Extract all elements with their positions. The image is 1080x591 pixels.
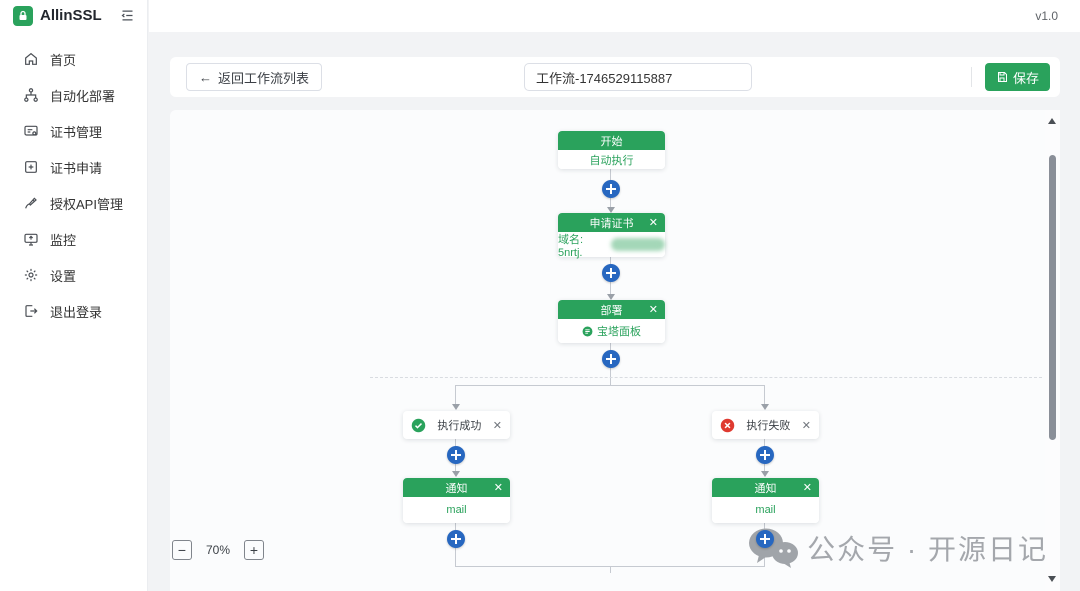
sidebar-item-monitor[interactable]: 监控 (0, 221, 147, 257)
bt-panel-icon (582, 326, 593, 337)
node-notify-header[interactable]: 通知 ✕ (712, 478, 819, 497)
close-icon[interactable]: ✕ (802, 482, 812, 494)
workflow-name-input[interactable] (524, 63, 752, 91)
node-apply-cert-header[interactable]: 申请证书 ✕ (558, 213, 665, 232)
node-start-body[interactable]: 自动执行 (558, 150, 665, 169)
home-icon (22, 51, 39, 68)
toolbar-divider (970, 67, 972, 87)
node-notify-success[interactable]: 通知 ✕ mail (403, 478, 510, 523)
canvas-scrollbar[interactable] (1045, 110, 1060, 591)
deploy-icon (22, 87, 39, 104)
logout-icon (22, 303, 39, 320)
add-node-button[interactable] (447, 530, 465, 548)
node-start-header[interactable]: 开始 (558, 131, 665, 150)
save-button[interactable]: 保存 (984, 63, 1050, 91)
allinssl-lock-icon (13, 5, 33, 26)
sidebar-item-cert-apply[interactable]: 证书申请 (0, 149, 147, 185)
sidebar-item-api[interactable]: 授权API管理 (0, 185, 147, 221)
node-apply-cert-body[interactable]: 域名: 5nrtj. (558, 232, 665, 259)
arrow-down-icon (452, 404, 460, 410)
add-node-button[interactable] (602, 264, 620, 282)
arrow-down-icon (761, 404, 769, 410)
node-notify-fail[interactable]: 通知 ✕ mail (712, 478, 819, 523)
sidebar: AllinSSL 首页 自动化部署 证书管理 证书申请 (0, 0, 148, 591)
monitor-icon (22, 231, 39, 248)
app-title: AllinSSL (40, 7, 102, 24)
node-deploy-body[interactable]: 宝塔面板 (558, 319, 665, 343)
add-node-button[interactable] (447, 446, 465, 464)
add-node-button[interactable] (602, 180, 620, 198)
settings-icon (22, 267, 39, 284)
arrow-down-icon (607, 294, 615, 300)
node-notify-body[interactable]: mail (712, 497, 819, 523)
node-notify-header[interactable]: 通知 ✕ (403, 478, 510, 497)
sidebar-item-settings[interactable]: 设置 (0, 257, 147, 293)
arrow-down-icon (452, 471, 460, 477)
back-arrow-icon: ← (199, 69, 212, 85)
zoom-controls: − 70% + (172, 540, 264, 560)
success-check-icon (411, 418, 426, 433)
node-exec-success[interactable]: 执行成功 ✕ (403, 411, 510, 439)
zoom-in-button[interactable]: + (244, 540, 264, 560)
save-icon (996, 71, 1008, 83)
zoom-out-button[interactable]: − (172, 540, 192, 560)
top-header: v1.0 (149, 0, 1080, 32)
workflow-canvas[interactable]: 开始 自动执行 申请证书 ✕ 域名: 5nrtj. 部署 ✕ (170, 110, 1060, 591)
node-deploy-header[interactable]: 部署 ✕ (558, 300, 665, 319)
node-apply-cert[interactable]: 申请证书 ✕ 域名: 5nrtj. (558, 213, 665, 259)
connector-line (610, 566, 611, 573)
sidebar-item-cert-manage[interactable]: 证书管理 (0, 113, 147, 149)
node-deploy[interactable]: 部署 ✕ 宝塔面板 (558, 300, 665, 343)
watermark-text: 公众号 · 开源日记 (807, 534, 1048, 565)
scroll-up-icon[interactable] (1048, 118, 1056, 124)
zoom-level: 70% (205, 543, 231, 557)
add-node-button[interactable] (756, 530, 774, 548)
cert-manage-icon (22, 123, 39, 140)
api-icon (22, 195, 39, 212)
sidebar-menu: 首页 自动化部署 证书管理 证书申请 授权API管理 监控 (0, 41, 147, 329)
close-icon[interactable]: ✕ (648, 217, 658, 229)
add-node-button[interactable] (602, 350, 620, 368)
watermark: 公众号 · 开源日记 (747, 526, 1048, 570)
connector-line (764, 385, 765, 404)
arrow-down-icon (607, 207, 615, 213)
scrollbar-thumb[interactable] (1049, 155, 1056, 440)
branch-top-line (455, 385, 765, 386)
scroll-down-icon[interactable] (1048, 576, 1056, 582)
sidebar-item-auto-deploy[interactable]: 自动化部署 (0, 77, 147, 113)
connector-line (455, 385, 456, 404)
node-start[interactable]: 开始 自动执行 (558, 131, 665, 169)
workflow-toolbar: ← 返回工作流列表 保存 (170, 57, 1060, 97)
drop-indicator-line (370, 377, 1042, 378)
close-icon[interactable]: ✕ (648, 304, 658, 316)
node-exec-fail[interactable]: 执行失败 ✕ (712, 411, 819, 439)
sidebar-item-home[interactable]: 首页 (0, 41, 147, 77)
logo-row: AllinSSL (0, 0, 147, 31)
close-icon[interactable]: ✕ (801, 419, 811, 432)
close-icon[interactable]: ✕ (492, 419, 502, 432)
sidebar-collapse-icon[interactable] (120, 8, 135, 23)
arrow-down-icon (761, 471, 769, 477)
version-label: v1.0 (1035, 9, 1058, 23)
node-notify-body[interactable]: mail (403, 497, 510, 523)
toolbar-right-group: 保存 (970, 63, 1050, 91)
fail-cross-icon (720, 418, 735, 433)
close-icon[interactable]: ✕ (493, 482, 503, 494)
add-node-button[interactable] (756, 446, 774, 464)
sidebar-item-logout[interactable]: 退出登录 (0, 293, 147, 329)
back-to-workflow-list-button[interactable]: ← 返回工作流列表 (186, 63, 323, 91)
cert-apply-icon (22, 159, 39, 176)
wechat-icon (747, 526, 799, 570)
redacted-domain (610, 238, 665, 251)
